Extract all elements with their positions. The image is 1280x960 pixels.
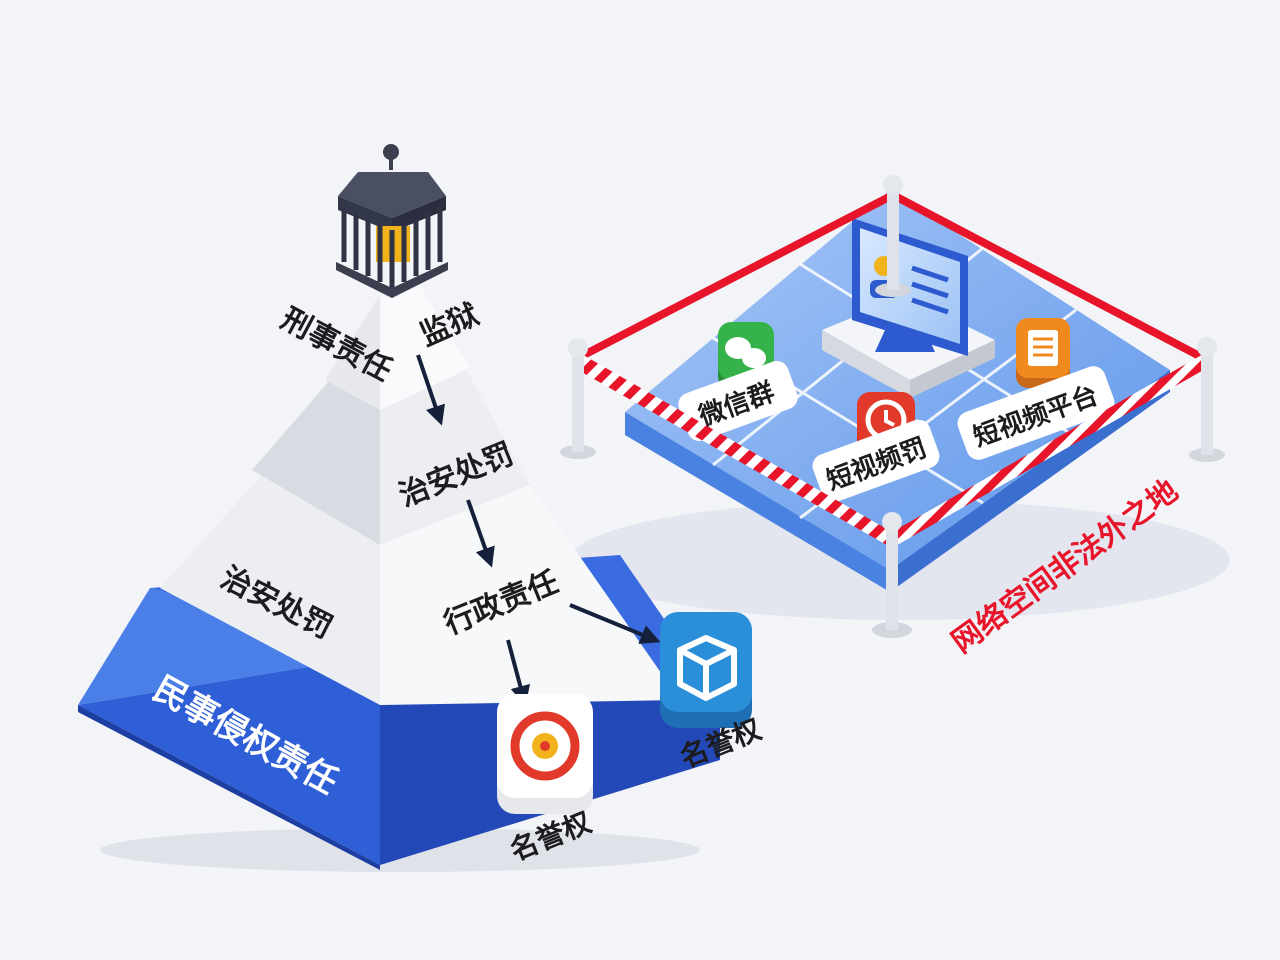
- pyramid-base-front-left: [78, 655, 380, 865]
- pyramid-top-left: [325, 295, 380, 410]
- post-front: [872, 512, 912, 638]
- pyramid-base-left: [78, 588, 380, 705]
- document-icon: [1016, 318, 1070, 388]
- reputation-badge-right: [660, 612, 752, 728]
- pyramid-tier3-left: [160, 475, 380, 705]
- arrow-icon: [416, 354, 445, 426]
- pyramid-tier2-left: [252, 380, 380, 545]
- reputation-badge-left: [497, 694, 593, 814]
- barrier-posts: [560, 175, 1225, 638]
- post-back: [875, 175, 911, 297]
- post-left: [560, 338, 596, 459]
- arrow-icon: [569, 603, 661, 644]
- prison-cage-icon: [336, 144, 448, 298]
- card-wechat: [678, 361, 798, 441]
- monitor-icon: [822, 218, 995, 398]
- card-short-video-platform: [957, 366, 1115, 460]
- platform-side-left: [625, 412, 890, 592]
- arrow-icon: [506, 639, 531, 706]
- pyramid-tier2-right: [380, 368, 530, 545]
- post-right: [1189, 337, 1225, 462]
- card-video: [812, 419, 940, 503]
- box-icon: [677, 635, 737, 701]
- arrows: [416, 354, 661, 706]
- pyramid-tier3-right: [380, 485, 680, 705]
- pyramid-base-bottom-edge: [78, 705, 380, 870]
- arrow-icon: [466, 499, 495, 568]
- target-icon: [510, 711, 580, 781]
- pyramid-top-right: [380, 285, 470, 410]
- pyramid: [78, 285, 720, 870]
